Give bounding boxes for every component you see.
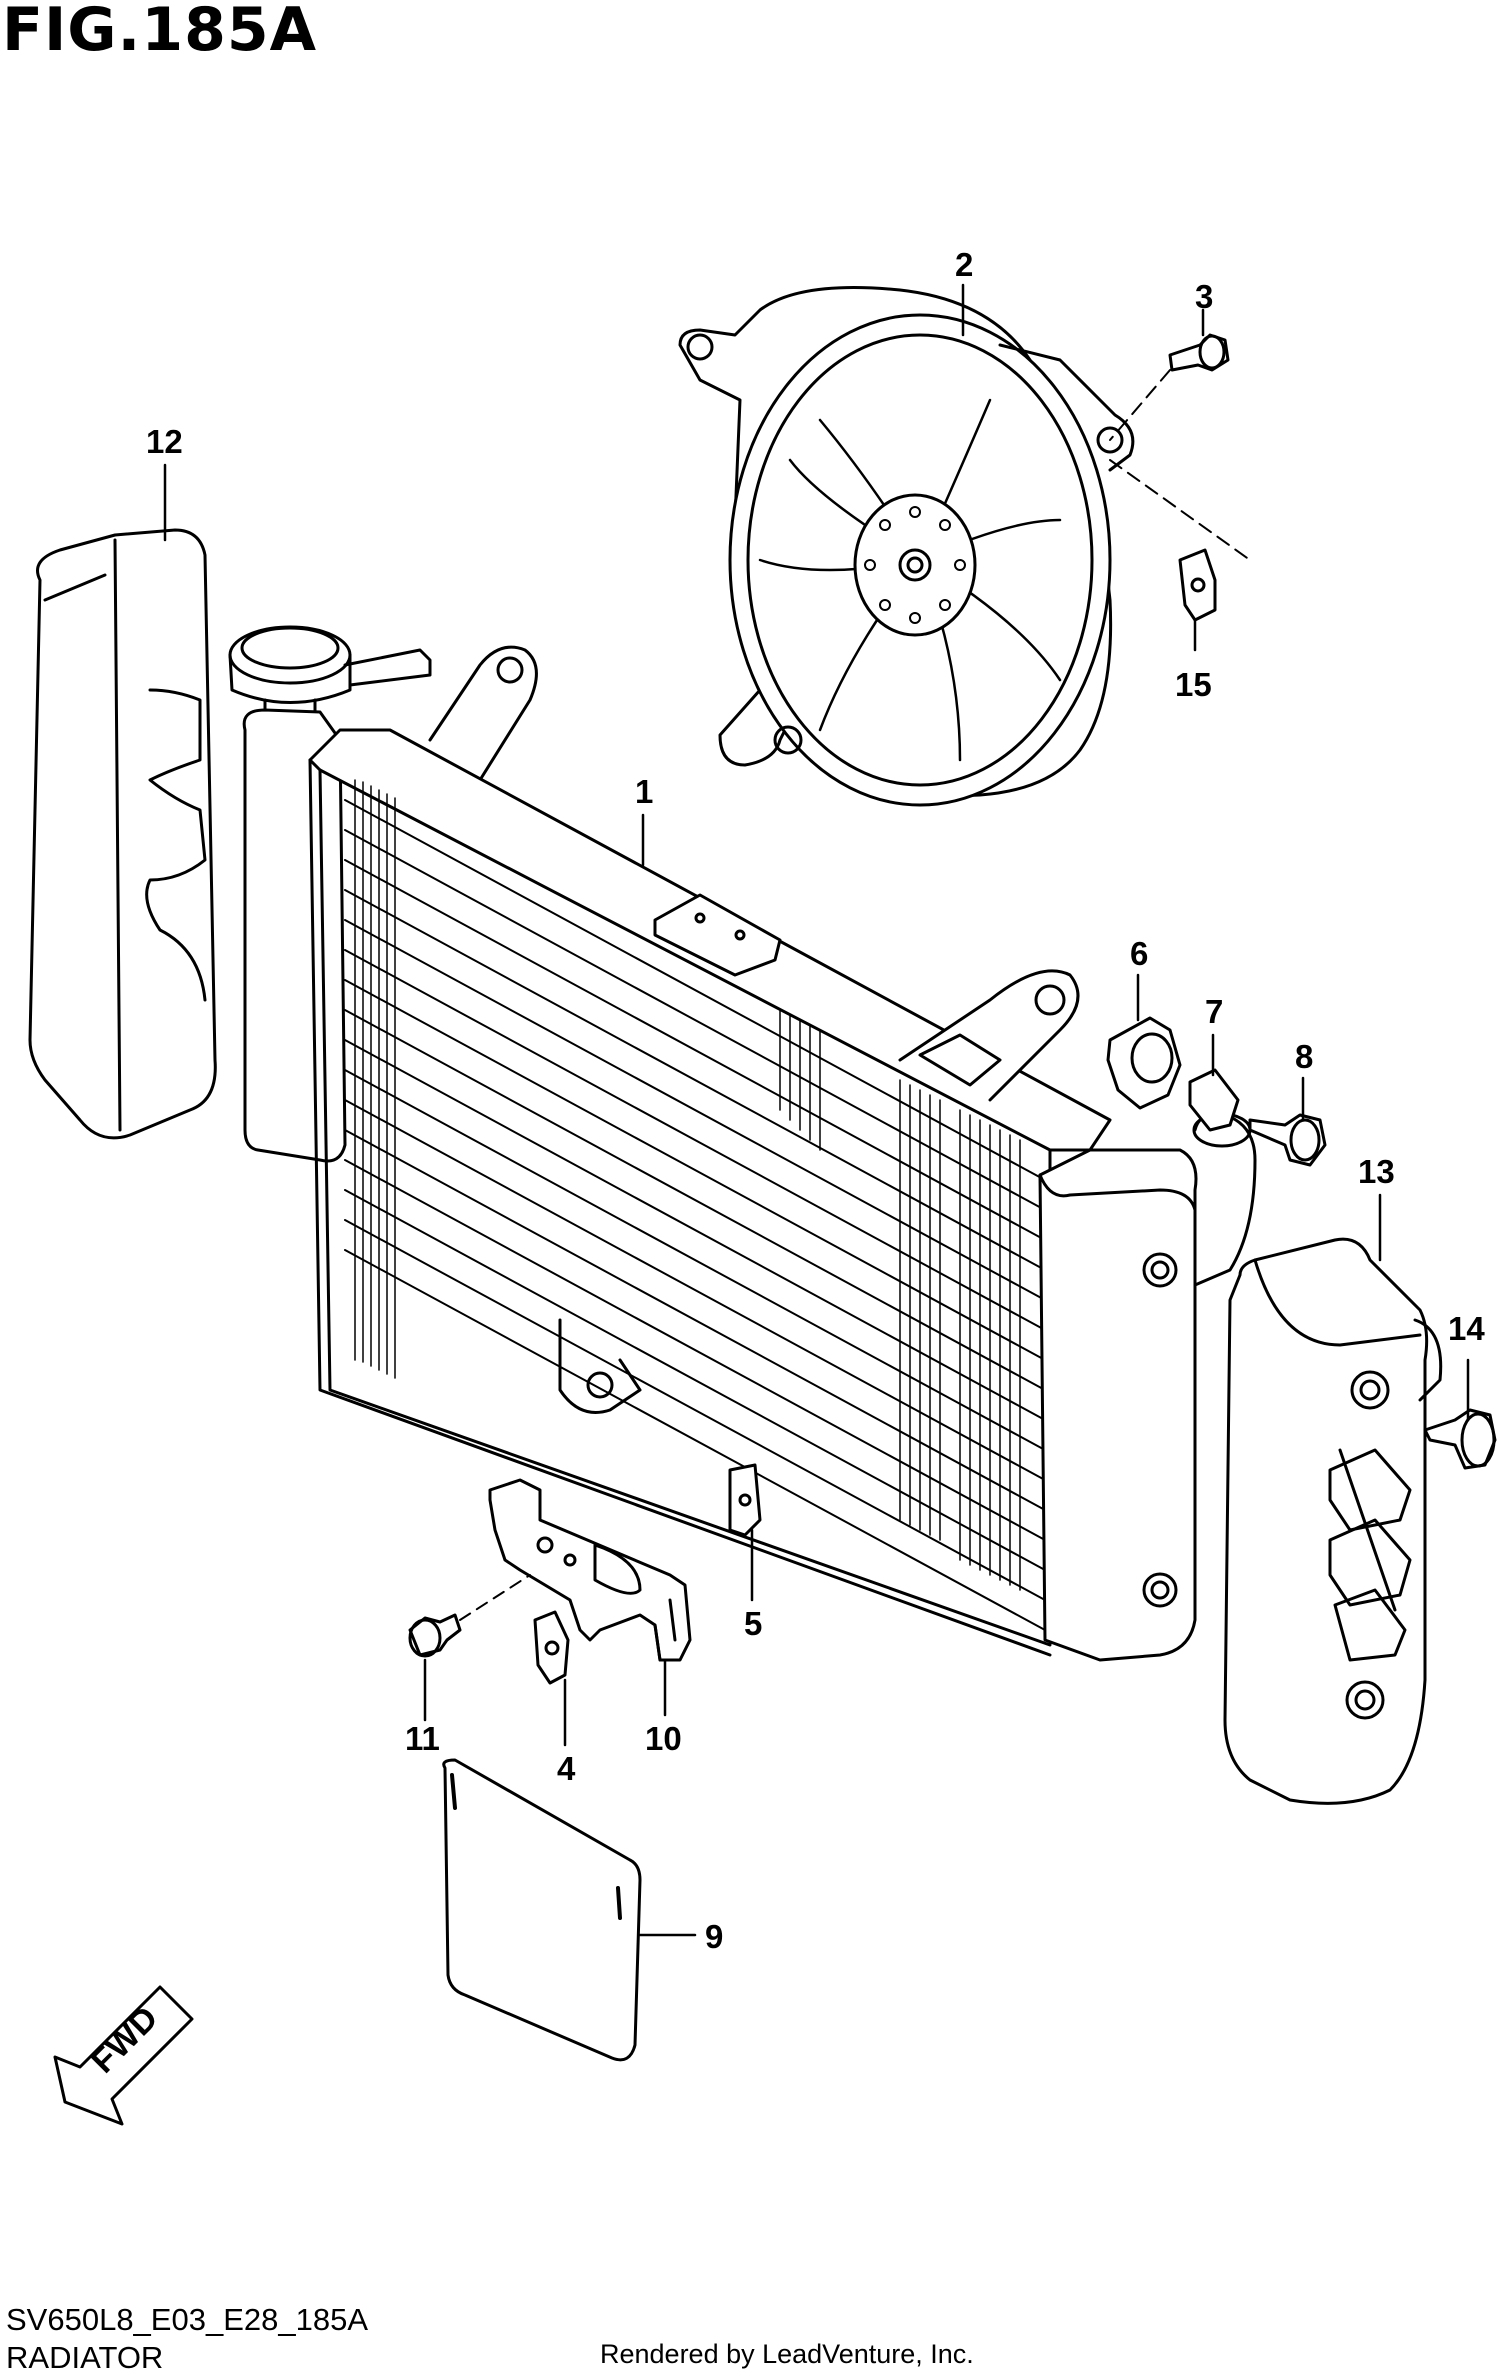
grommet-part-6[interactable] — [1108, 1018, 1180, 1108]
collar-part-7[interactable] — [1190, 1070, 1238, 1130]
callout-1[interactable]: 1 — [635, 773, 654, 810]
callout-15[interactable]: 15 — [1175, 666, 1212, 703]
callout-8[interactable]: 8 — [1295, 1038, 1314, 1075]
leader-dash-3 — [1110, 370, 1250, 560]
callout-13[interactable]: 13 — [1358, 1153, 1395, 1190]
right-shroud-part-13[interactable] — [1225, 1239, 1441, 1803]
bracket-part-10[interactable] — [490, 1480, 690, 1660]
plate-part-9[interactable] — [444, 1760, 640, 2060]
screw-part-14[interactable] — [1425, 1410, 1495, 1468]
figure-title: FIG.185A — [2, 0, 318, 65]
callout-leaders — [165, 285, 1468, 1935]
callout-11[interactable]: 11 — [405, 1720, 440, 1757]
callout-10[interactable]: 10 — [645, 1720, 682, 1757]
clip-nut-part-4[interactable] — [535, 1612, 568, 1683]
callout-3[interactable]: 3 — [1195, 278, 1214, 315]
callout-14[interactable]: 14 — [1448, 1310, 1485, 1347]
left-shroud-part-12[interactable] — [30, 530, 215, 1138]
leader-dash-11 — [460, 1575, 530, 1620]
clip-nut-part-5[interactable] — [730, 1465, 760, 1535]
bolt-part-11[interactable] — [410, 1615, 460, 1656]
callout-5[interactable]: 5 — [744, 1605, 763, 1642]
callout-7[interactable]: 7 — [1205, 993, 1224, 1030]
callout-6[interactable]: 6 — [1130, 935, 1149, 972]
bolt-part-8[interactable] — [1250, 1115, 1325, 1165]
callout-4[interactable]: 4 — [557, 1750, 576, 1787]
forward-direction-arrow: FWD — [55, 1987, 192, 2124]
model-code: SV650L8_E03_E28_185A — [6, 2302, 368, 2337]
cooling-fan-part-2[interactable] — [680, 288, 1133, 806]
callout-12[interactable]: 12 — [146, 423, 183, 460]
rendered-by-credit: Rendered by LeadVenture, Inc. — [600, 2339, 974, 2369]
clip-nut-part-15[interactable] — [1180, 550, 1215, 620]
callout-2[interactable]: 2 — [955, 246, 974, 283]
section-name: RADIATOR — [6, 2340, 164, 2375]
callout-9[interactable]: 9 — [705, 1918, 724, 1955]
fan-bolt-part-3[interactable] — [1170, 335, 1228, 370]
radiator-core-part-1[interactable] — [244, 647, 1255, 1660]
radiator-cap — [230, 627, 430, 725]
